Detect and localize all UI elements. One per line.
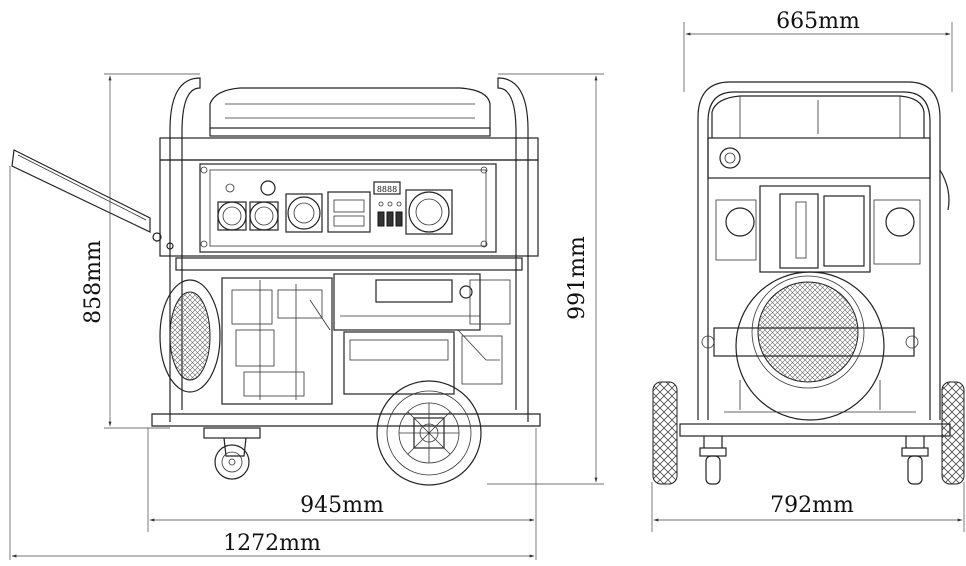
side-frame bbox=[151, 77, 541, 427]
front-right-caster bbox=[901, 447, 929, 485]
front-dimensions: 665mm 792mm bbox=[651, 9, 965, 532]
side-control-panel: 8888 bbox=[159, 159, 539, 257]
panel-meter-readout: 8888 bbox=[377, 185, 397, 194]
front-frame bbox=[697, 81, 941, 420]
side-dimensions: 858mm 991mm 945mm 1272mm bbox=[9, 73, 604, 560]
front-left-caster bbox=[699, 447, 727, 485]
front-view: 665mm 792mm bbox=[651, 9, 965, 532]
side-crossbar bbox=[175, 257, 523, 271]
side-engine bbox=[159, 273, 511, 405]
front-base bbox=[679, 423, 951, 448]
front-engine bbox=[701, 185, 921, 421]
side-total-height-label: 991mm bbox=[565, 236, 590, 320]
front-frame-width-label: 665mm bbox=[776, 9, 860, 34]
side-view: 8888 bbox=[9, 73, 604, 560]
front-wheel-width-label: 792mm bbox=[770, 493, 854, 518]
side-total-length-label: 1272mm bbox=[223, 531, 321, 556]
side-fuel-tank bbox=[159, 87, 539, 161]
front-right-wheel bbox=[941, 381, 965, 485]
front-side-cable bbox=[939, 169, 950, 211]
side-height-label: 858mm bbox=[81, 240, 106, 324]
side-frame-length-label: 945mm bbox=[300, 493, 384, 518]
side-handle bbox=[11, 149, 162, 242]
front-left-wheel bbox=[652, 381, 678, 485]
side-caster-wheel bbox=[203, 427, 261, 480]
side-main-wheel bbox=[376, 380, 482, 486]
front-fuel-tank bbox=[707, 95, 931, 179]
